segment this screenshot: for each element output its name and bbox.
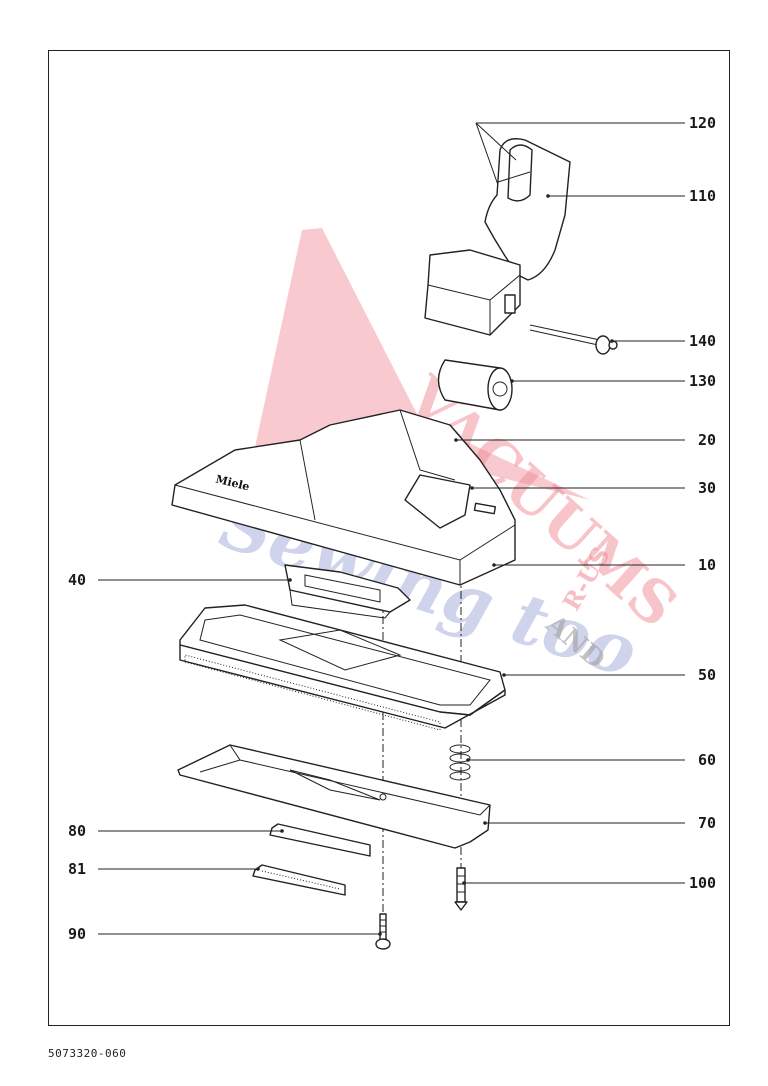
leader-dots xyxy=(256,194,614,936)
part-housing: Miele xyxy=(171,409,516,586)
part-strip-80 xyxy=(269,823,371,857)
callout-60: 60 xyxy=(698,751,716,769)
callout-labels: 120 110 140 130 20 30 10 40 50 60 70 80 … xyxy=(68,114,716,943)
part-strip-81 xyxy=(252,864,346,896)
document-number: 5073320-060 xyxy=(48,1047,127,1060)
leader-lines xyxy=(98,122,685,935)
callout-80: 80 xyxy=(68,822,86,840)
part-spring xyxy=(449,744,471,781)
callout-130: 130 xyxy=(689,372,716,390)
callout-70: 70 xyxy=(698,814,716,832)
part-screw-100 xyxy=(454,867,468,911)
callout-10: 10 xyxy=(698,556,716,574)
part-roller xyxy=(437,359,513,411)
part-bracket xyxy=(284,564,411,619)
callout-30: 30 xyxy=(698,479,716,497)
callout-100: 100 xyxy=(689,874,716,892)
callout-90: 90 xyxy=(68,925,86,943)
part-swivel-neck xyxy=(424,138,571,336)
part-brush-plate xyxy=(179,604,506,731)
callout-140: 140 xyxy=(689,332,716,350)
callout-40: 40 xyxy=(68,571,86,589)
callout-120: 120 xyxy=(689,114,716,132)
part-screw-90 xyxy=(375,913,391,950)
part-axle-pin xyxy=(529,324,618,355)
callout-50: 50 xyxy=(698,666,716,684)
part-base-plate xyxy=(177,744,491,849)
callout-110: 110 xyxy=(689,187,716,205)
drawing-frame xyxy=(48,50,730,1026)
callout-81: 81 xyxy=(68,860,86,878)
callout-20: 20 xyxy=(698,431,716,449)
